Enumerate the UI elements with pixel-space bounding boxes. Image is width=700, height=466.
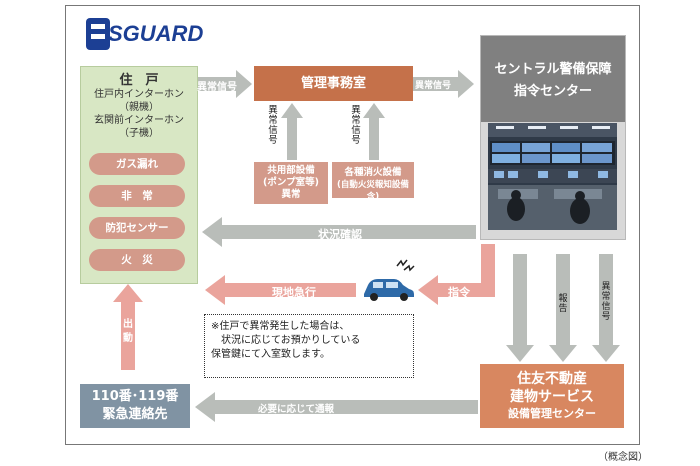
fire-equipment-line: 各種消火設備	[344, 167, 402, 178]
alarm-security-sensor: 防犯センサー	[89, 217, 185, 239]
sumitomo-line1: 住友不動産	[517, 371, 587, 387]
note-line: 状況に応じてお預かりしている	[221, 335, 361, 346]
note-line: ※住戸で異常発生した場合は、	[211, 321, 350, 332]
arrow-notify	[195, 392, 478, 422]
arrow-command	[418, 244, 495, 305]
arrow-status-check	[202, 217, 476, 247]
shared-equipment-line: 共用部設備	[267, 165, 315, 176]
shared-equipment-box: 共用部設備 (ポンプ室等) 異常	[254, 162, 328, 204]
arrow-shared-to-office	[281, 103, 303, 160]
emergency-line2: 緊急連絡先	[102, 407, 168, 422]
arrow-abnormal-down	[592, 254, 620, 362]
label-command: 指令	[448, 286, 470, 299]
fire-equipment-line: (自動火災報知設備含)	[337, 180, 409, 202]
sumitomo-line3: 設備管理センター	[508, 407, 596, 420]
label-status-check: 状況確認	[318, 228, 362, 241]
central-command-center: セントラル警備保障 指令センター	[480, 35, 626, 240]
residence-line: （親機）	[119, 102, 159, 113]
label-abnormal-signal-right: 異常信号	[351, 105, 361, 146]
arrow-residence-to-office	[196, 70, 252, 98]
arrow-report	[549, 254, 577, 362]
label-abnormal-signal: 異常信号	[197, 82, 237, 93]
command-center-photo	[488, 123, 617, 230]
shared-equipment-line: 異常	[281, 189, 301, 200]
shared-equipment-line: (ポンプ室等)	[263, 177, 319, 188]
logo-text: SGUARD	[108, 21, 204, 46]
note-box: ※住戸で異常発生した場合は、 状況に応じてお預かりしている 保管鍵にて入室致しま…	[204, 314, 414, 378]
residence-line: （子機）	[119, 128, 159, 139]
emergency-line1: 110番･119番	[91, 389, 179, 404]
label-report: 報告	[558, 294, 568, 314]
central-header: セントラル警備保障 指令センター	[481, 36, 625, 122]
sumitomo-line2: 建物サービス	[510, 389, 594, 405]
note-line: 保管鍵にて入室致します。	[211, 349, 330, 360]
label-notify: 必要に応じて通報	[258, 404, 335, 415]
arrow-fire-to-office	[363, 103, 385, 160]
arrow-office-to-central	[413, 70, 474, 98]
residence-line: 住戸内インターホン	[94, 89, 184, 100]
residence-line: 玄関前インターホン	[94, 115, 184, 126]
emergency-contacts: 110番･119番 緊急連絡先	[80, 384, 190, 428]
fire-equipment-box: 各種消火設備 (自動火災報知設備含)	[332, 162, 414, 202]
central-title-line2: 指令センター	[513, 84, 592, 99]
arrow-rush	[205, 275, 356, 305]
residence-title: 住 戸	[119, 73, 159, 88]
arrow-down-1	[506, 254, 534, 362]
sguard-logo: SGUARD	[86, 16, 224, 52]
central-title-line1: セントラル警備保障	[494, 62, 612, 77]
arrow-dispatch	[113, 284, 143, 370]
alarm-emergency: 非 常	[89, 185, 185, 207]
label-abnormal-signal-central: 異常信号	[415, 81, 452, 91]
caption: （概念図）	[598, 452, 648, 463]
car-icon	[364, 259, 415, 301]
alarm-gas-leak: ガス漏れ	[89, 153, 185, 175]
management-office: 管理事務室	[254, 66, 413, 101]
sumitomo-facility-center: 住友不動産 建物サービス 設備管理センター	[480, 364, 624, 428]
label-abnormal-signal-down: 異常信号	[601, 282, 611, 322]
label-dispatch: 出動	[123, 319, 133, 344]
alarm-fire: 火 災	[89, 249, 185, 271]
label-abnormal-signal-left: 異常信号	[268, 105, 278, 146]
residence-box: 住 戸 住戸内インターホン （親機） 玄関前インターホン （子機） ガス漏れ 非…	[80, 66, 198, 284]
label-rush: 現地急行	[272, 286, 316, 299]
